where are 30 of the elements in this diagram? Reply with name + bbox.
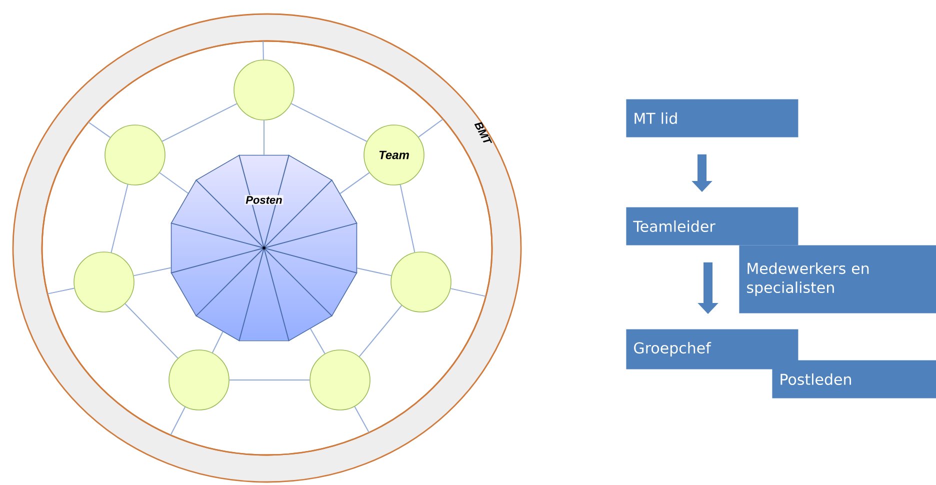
connector-line <box>47 288 75 294</box>
connector-line <box>356 268 392 276</box>
connector-line <box>170 406 186 436</box>
circle <box>74 252 134 312</box>
circle <box>234 60 294 120</box>
dodecagon: Posten <box>170 154 358 342</box>
label-box: Postleden <box>772 360 936 398</box>
connector-line <box>124 303 178 359</box>
connector-line <box>310 328 326 354</box>
circle <box>168 350 230 410</box>
label-box: Teamleider <box>626 207 798 246</box>
connector-line <box>110 184 128 253</box>
connector-line <box>133 267 172 276</box>
connector-line <box>290 103 368 142</box>
connector-line <box>212 331 224 354</box>
circle <box>310 350 370 410</box>
label-box: MT lid <box>626 99 798 138</box>
label-box: Groepchef <box>626 329 798 370</box>
circle <box>390 252 452 312</box>
connector-line <box>418 118 444 138</box>
connector-line <box>159 172 189 194</box>
connector-line <box>450 288 486 297</box>
connector-line <box>358 304 402 358</box>
connector-line <box>340 172 370 194</box>
connector-line <box>354 406 370 433</box>
circle <box>104 124 166 186</box>
connector-line <box>400 184 416 253</box>
connector-line <box>262 40 264 60</box>
connector-line <box>162 103 238 142</box>
connector-line <box>88 122 111 138</box>
